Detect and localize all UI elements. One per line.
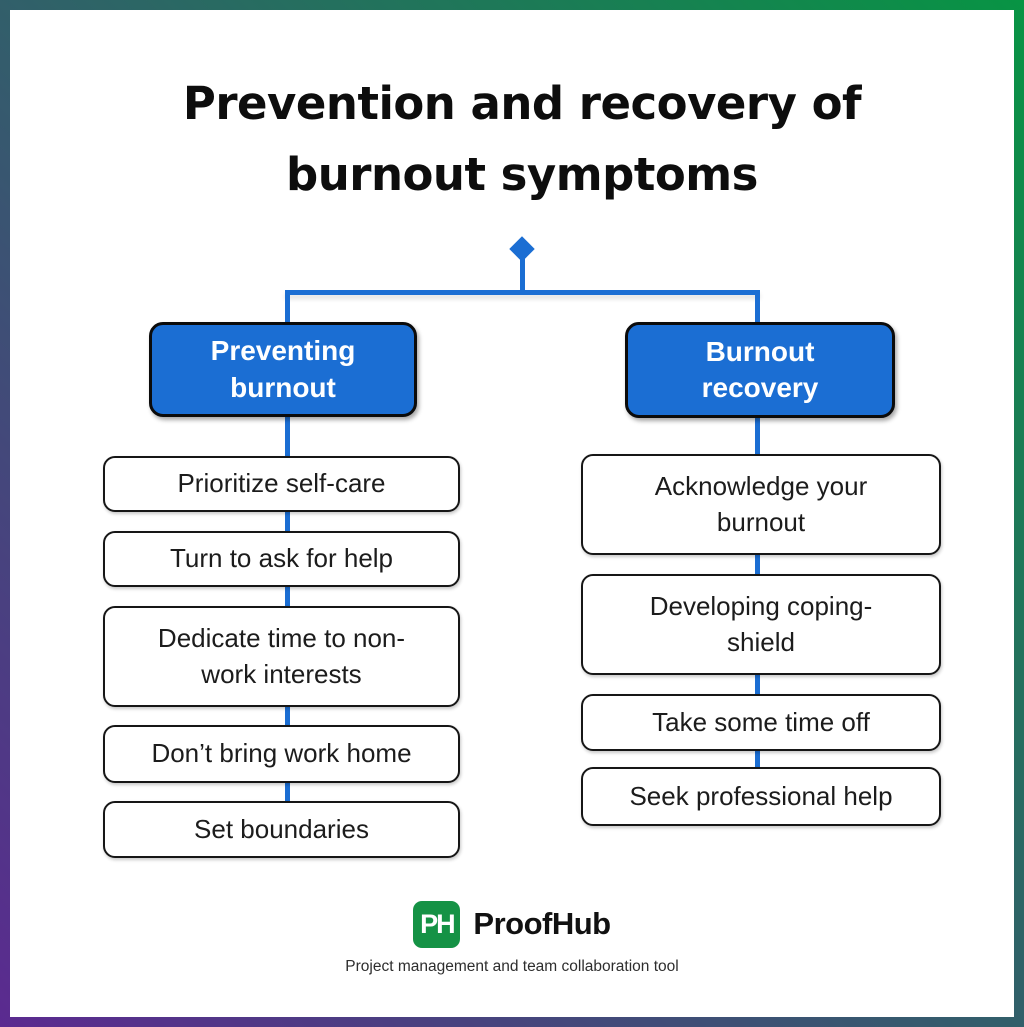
proofhub-logo-icon: PH — [413, 900, 461, 948]
tree-item: Prioritize self-care — [103, 456, 460, 512]
tree-item: Seek professional help — [581, 767, 941, 826]
connector-spine-right — [755, 360, 760, 772]
infographic-canvas: Prevention and recovery of burnout sympt… — [10, 10, 1014, 1017]
connector-horizontal-bar — [285, 290, 760, 295]
footer-tagline: Project management and team collaboratio… — [345, 958, 679, 975]
connector-root-stem — [520, 257, 525, 293]
branch-header-preventing-burnout: Preventing burnout — [149, 322, 417, 417]
connector-drop-left — [285, 290, 290, 326]
tree-item: Set boundaries — [103, 801, 460, 858]
tree-item: Developing coping-shield — [581, 574, 941, 675]
connector-drop-right — [755, 290, 760, 326]
tree-item: Acknowledge your burnout — [581, 454, 941, 555]
tree-item: Take some time off — [581, 694, 941, 751]
tree-item: Dedicate time to non-work interests — [103, 606, 460, 707]
branch-header-burnout-recovery: Burnout recovery — [625, 322, 895, 418]
tree-item: Don’t bring work home — [103, 725, 460, 783]
tree-item: Turn to ask for help — [103, 531, 460, 587]
footer-logo-row: PH ProofHub — [10, 900, 1014, 948]
page-title: Prevention and recovery of burnout sympt… — [182, 77, 862, 202]
brand-name: ProofHub — [473, 906, 611, 941]
